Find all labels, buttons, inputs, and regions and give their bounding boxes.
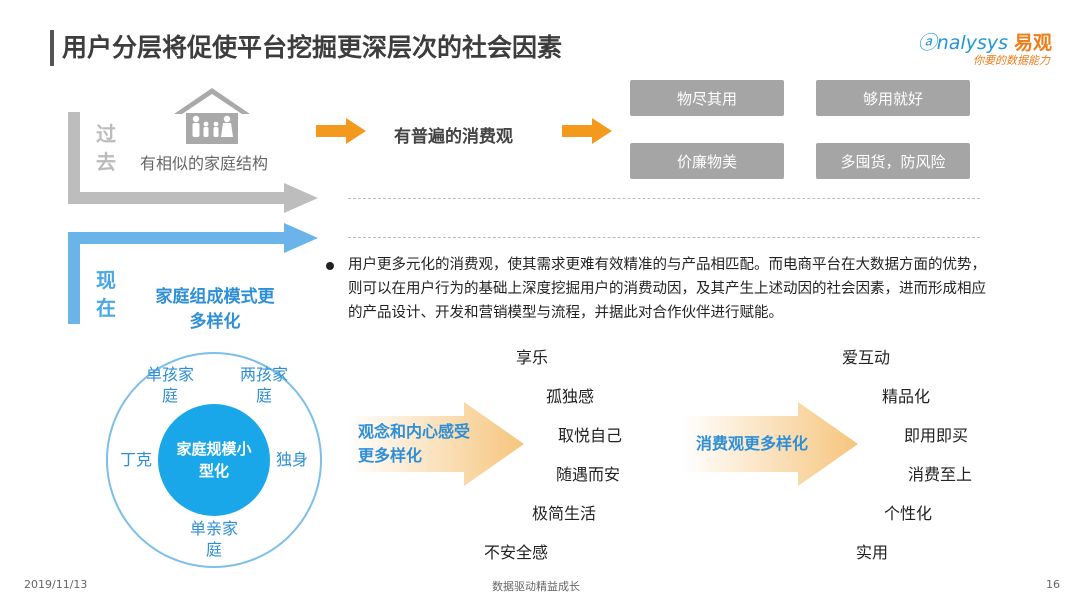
now-arrow-horizontal xyxy=(68,232,286,244)
orange-arrow-icon xyxy=(316,118,366,144)
concept-word: 取悦自己 xyxy=(558,426,623,445)
family-circle-outer xyxy=(106,352,322,568)
past-label: 过去 xyxy=(96,122,116,174)
circle-item-dink: 丁克 xyxy=(119,450,152,469)
past-arrow-vertical xyxy=(68,112,80,204)
concept-word: 享乐 xyxy=(516,348,549,367)
past-tag: 够用就好 xyxy=(816,80,970,116)
consume-word: 个性化 xyxy=(884,504,933,523)
page-title: 用户分层将促使平台挖掘更深层次的社会因素 xyxy=(62,33,563,62)
concept-arrow-icon xyxy=(348,402,524,486)
past-family-text: 有相似的家庭结构 xyxy=(140,154,269,173)
circle-item-single-child: 单孩家庭 xyxy=(146,365,195,405)
concept-word: 不安全感 xyxy=(484,543,549,562)
now-arrow-vertical xyxy=(68,232,80,324)
past-arrow-head xyxy=(284,183,318,213)
footer-center-text: 数据驱动精益成长 xyxy=(492,580,580,593)
consume-arrow-icon xyxy=(682,402,858,486)
consume-word: 精品化 xyxy=(882,387,931,406)
past-tag: 物尽其用 xyxy=(630,80,784,116)
consume-word: 爱互动 xyxy=(842,348,891,367)
circle-item-two-children: 两孩家庭 xyxy=(240,365,289,405)
orange-arrow-icon xyxy=(562,118,612,144)
brand-logo-mark: ⓐ xyxy=(917,32,937,54)
concept-word: 随遇而安 xyxy=(556,465,621,484)
consume-arrow-label: 消费观更多样化 xyxy=(696,434,809,453)
now-arrow-head xyxy=(284,223,318,253)
past-arrow-horizontal xyxy=(68,192,286,204)
bullet-dot xyxy=(326,262,334,270)
title-accent-bar xyxy=(50,30,54,66)
family-mode-heading: 家庭组成模式更多样化 xyxy=(155,287,275,332)
concept-word: 极简生活 xyxy=(532,504,597,523)
consume-word: 实用 xyxy=(856,543,889,562)
past-tag: 多囤货，防风险 xyxy=(816,143,970,179)
past-consume-text: 有普遍的消费观 xyxy=(394,127,513,147)
footer-date: 2019/11/13 xyxy=(24,578,88,591)
circle-item-single-parent: 单亲家庭 xyxy=(190,519,239,559)
now-label: 现在 xyxy=(96,268,116,320)
brand-cn: 易观 xyxy=(1013,32,1052,54)
past-tag: 价廉物美 xyxy=(630,143,784,179)
concept-word: 孤独感 xyxy=(546,387,595,406)
consume-word: 消费至上 xyxy=(908,465,973,484)
family-circle-center: 家庭规模小型化 xyxy=(158,404,270,516)
page-number: 16 xyxy=(1046,578,1060,591)
family-house-icon xyxy=(174,88,250,144)
brand-name: nalysys xyxy=(936,32,1008,54)
consume-word: 即用即买 xyxy=(904,426,969,445)
concept-arrow-label: 观念和内心感受更多样化 xyxy=(358,422,471,465)
circle-item-single: 独身 xyxy=(275,450,308,469)
dashed-divider xyxy=(348,237,980,238)
now-paragraph: 用户更多元化的消费观，使其需求更难有效精准的与产品相匹配。而电商平台在大数据方面… xyxy=(348,257,986,321)
brand-slogan: 你要的数据能力 xyxy=(973,54,1050,67)
dashed-divider xyxy=(348,198,980,199)
